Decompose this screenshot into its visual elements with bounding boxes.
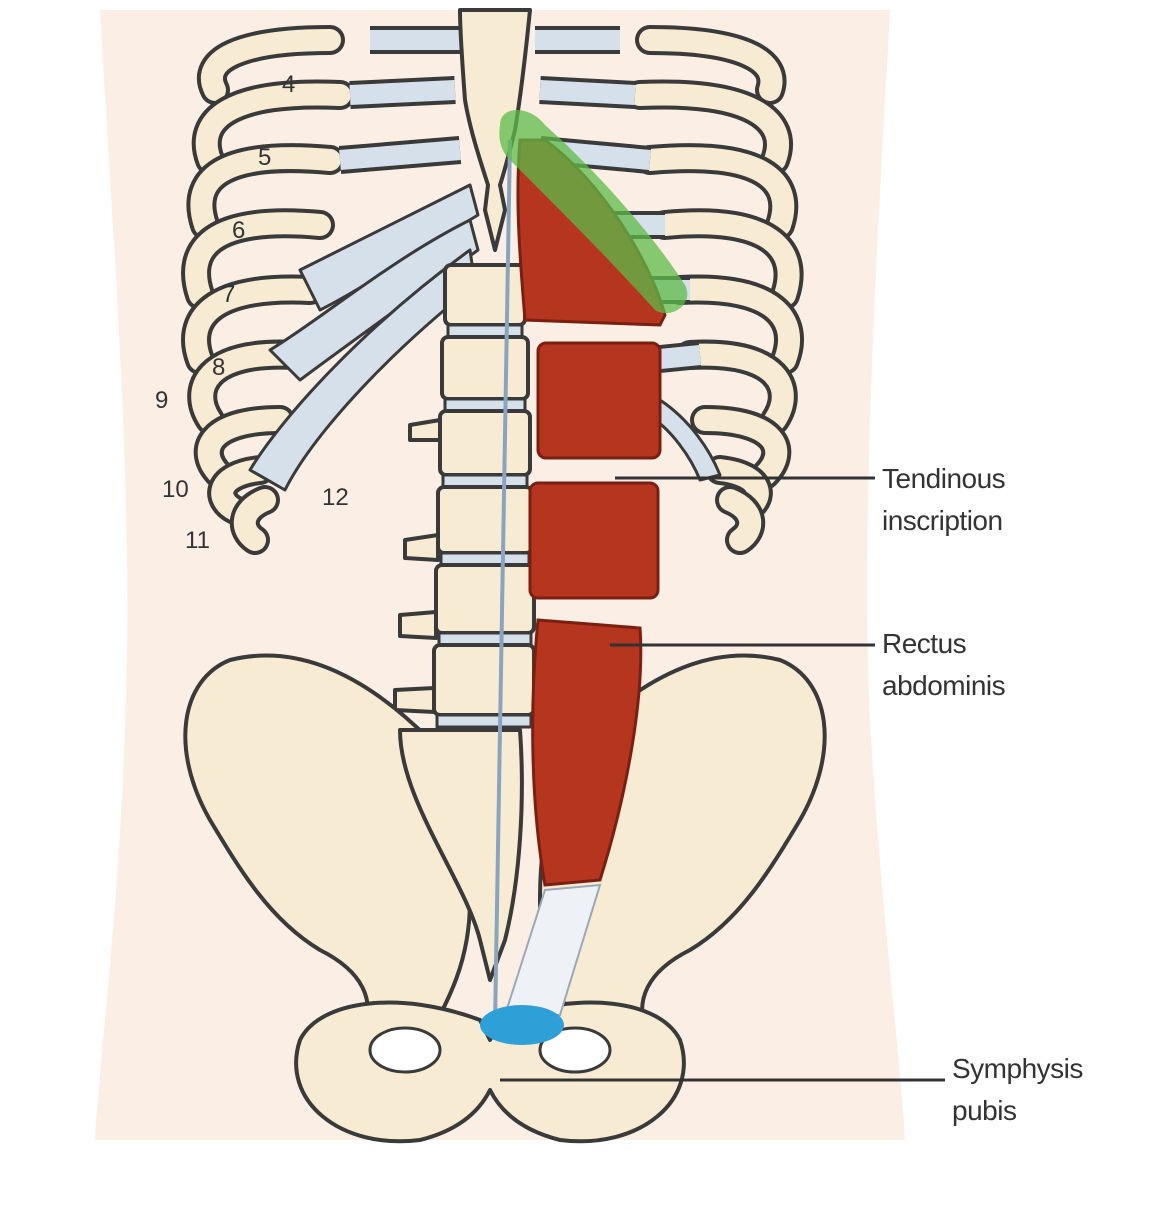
svg-text:Tendinous: Tendinous [882,463,1005,494]
rib-number-7: 7 [222,281,235,308]
rib-number-10: 10 [162,476,189,503]
rib-number-labels: 4 5 6 7 8 9 10 11 12 [155,71,349,554]
svg-text:Symphysis: Symphysis [952,1053,1083,1084]
rib-number-8: 8 [212,354,225,381]
right-rib-cage [625,25,804,555]
svg-text:inscription: inscription [882,505,1003,536]
symphysis-pubis-label: Symphysis pubis [952,1053,1083,1126]
rib-number-5: 5 [258,144,271,171]
tendinous-inscription-label: Tendinous inscription [882,463,1006,536]
rib-number-11: 11 [185,527,210,554]
sternum [458,8,532,252]
rib-number-4: 4 [282,71,295,98]
xiphoid-highlight [499,110,688,314]
svg-text:pubis: pubis [952,1095,1016,1126]
sacrum [398,728,524,982]
symphysis-highlight [480,1005,564,1045]
linea-alba [493,139,512,1026]
costal-cartilages-left [248,26,480,492]
rib-number-6: 6 [232,217,245,244]
svg-text:abdominis: abdominis [882,670,1005,701]
rectus-abdominis-label: Rectus abdominis [882,628,1006,701]
svg-text:Rectus: Rectus [882,628,966,659]
rib-number-9: 9 [155,387,168,414]
left-rib-cage [181,25,355,555]
rib-number-12: 12 [322,484,349,511]
